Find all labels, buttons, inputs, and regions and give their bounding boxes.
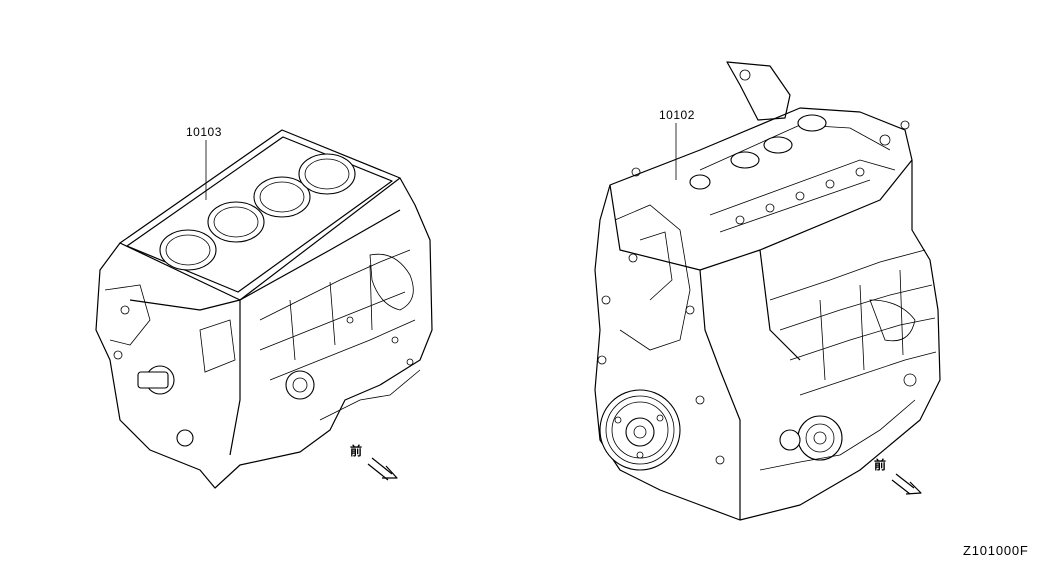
front-direction-arrow-icon-left (367, 457, 398, 481)
water-pump-gear (779, 415, 843, 461)
front-direction-arrow-icon-right (891, 473, 922, 495)
complete-engine-assembly-drawing[interactable] (594, 61, 941, 521)
block-front-face (95, 177, 433, 489)
lifting-bracket (726, 61, 791, 121)
front-marker-label-left: 前 (350, 444, 363, 458)
cylinder-head-cover (609, 107, 913, 271)
diagram-code: Z101000F (963, 543, 1029, 558)
engine-body-outline (594, 160, 941, 521)
cylinder-bores (159, 153, 356, 271)
short-engine-block-drawing[interactable] (95, 129, 433, 489)
crankshaft-pulley (599, 389, 681, 471)
part-number-10102[interactable]: 10102 (659, 108, 695, 122)
part-number-10103[interactable]: 10103 (186, 125, 222, 139)
front-marker-label-right: 前 (874, 458, 887, 472)
